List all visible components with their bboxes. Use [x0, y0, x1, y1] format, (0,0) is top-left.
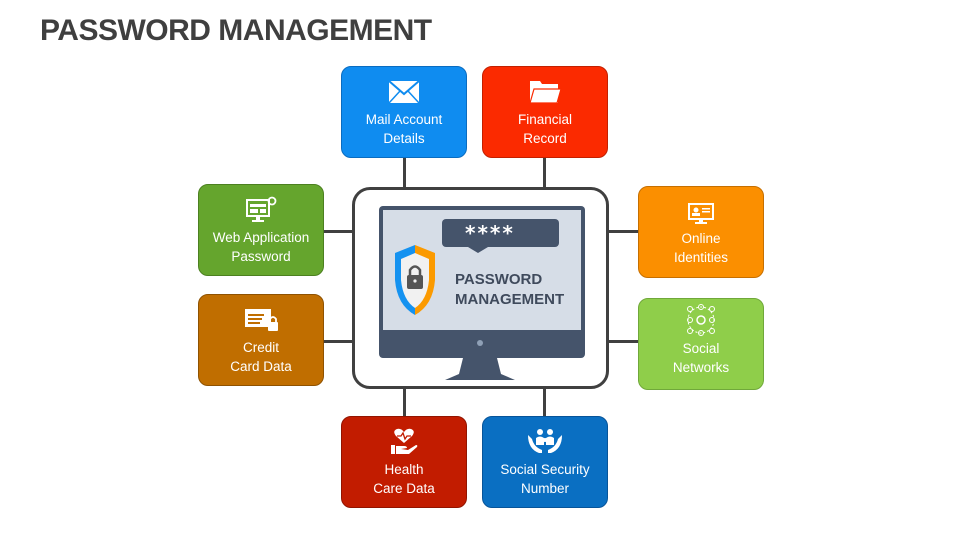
- node-label: Details: [383, 131, 425, 146]
- node-label: Health: [384, 462, 424, 477]
- monitor-illustration: [379, 206, 585, 380]
- node-label: Identities: [673, 250, 729, 265]
- node-label: Networks: [672, 360, 730, 375]
- node-label: Web Application: [212, 230, 310, 245]
- connector-ssn: [543, 387, 546, 417]
- center-label-line2: MANAGEMENT: [455, 291, 565, 308]
- connector-webapp: [323, 230, 354, 233]
- connector-social: [607, 340, 638, 343]
- page-title: PASSWORD MANAGEMENT: [40, 14, 432, 47]
- family-hands-icon: [526, 427, 564, 457]
- central-monitor-frame: **** PASSWORD MANAGEMENT: [352, 187, 609, 389]
- connector-credit: [323, 340, 354, 343]
- connector-financial: [543, 157, 546, 189]
- node-label: Number: [520, 481, 569, 496]
- node-label: Social: [682, 341, 720, 356]
- connector-mail: [403, 157, 406, 189]
- node-label: Password: [231, 249, 291, 264]
- node-label: Mail Account: [365, 112, 443, 127]
- node-label: Record: [523, 131, 567, 146]
- center-label-line1: PASSWORD: [455, 271, 543, 288]
- envelope-icon: [388, 77, 420, 107]
- connector-health: [403, 387, 406, 417]
- card-lock-icon: [243, 305, 279, 335]
- web-settings-icon: [244, 195, 278, 225]
- node-label: Online: [681, 231, 721, 246]
- folder-icon: [528, 77, 562, 107]
- heart-hand-icon: [388, 427, 420, 457]
- password-mask: ****: [465, 221, 515, 245]
- connector-online: [607, 230, 638, 233]
- network-icon: [684, 304, 718, 336]
- id-monitor-icon: [687, 199, 715, 229]
- node-label: Care Data: [373, 481, 435, 496]
- node-label: Credit: [242, 340, 279, 355]
- node-label: Card Data: [230, 359, 292, 374]
- node-label: Financial: [517, 112, 573, 127]
- node-label: Social Security: [500, 462, 590, 477]
